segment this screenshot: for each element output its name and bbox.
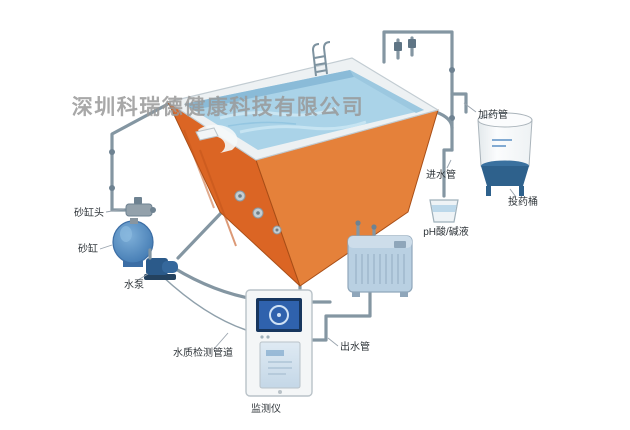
sand-tank-body [112, 220, 154, 264]
water-pump [144, 248, 178, 280]
tank-neck [130, 218, 138, 224]
jet-center [238, 194, 242, 198]
gauge-ring [269, 305, 289, 325]
leader-outlet-pipe [327, 337, 339, 347]
water-quality-detect-pipe [161, 275, 247, 331]
valve-port [150, 207, 156, 213]
monitor-cabinet [245, 289, 313, 397]
jet-center [256, 211, 260, 215]
inner-wall-far-left [184, 70, 354, 110]
label-sand-filter-head: 砂缸头 [74, 206, 104, 219]
label-monitor: 监测仪 [251, 402, 281, 415]
water-ripple-dark [227, 121, 297, 127]
dosing-barrel [477, 112, 533, 196]
box-foot [400, 292, 408, 297]
water-ripple [219, 106, 337, 120]
valve [408, 39, 416, 48]
tank-stand [123, 261, 143, 267]
water-ripple [239, 120, 367, 134]
pool-corner-connector [434, 110, 454, 130]
label-outlet-pipe: 出水管 [340, 340, 370, 353]
pipe-network [109, 30, 468, 342]
wall-shading [199, 149, 237, 247]
label-sand-filter: 砂缸 [78, 242, 98, 255]
skimmer-box [195, 127, 219, 141]
cup-liquid [431, 205, 457, 212]
equipment-box [347, 235, 413, 297]
pump-housing [146, 258, 168, 275]
pump-motor [162, 261, 178, 273]
dosing-feed-pipe [450, 92, 468, 114]
button-dot [266, 335, 270, 339]
tank-highlight [120, 226, 132, 242]
barrel-leg [486, 186, 491, 196]
jet-center [275, 228, 279, 232]
label-water-quality-pipe: 水质检测管道 [173, 346, 233, 359]
left-suction-pipe [110, 102, 170, 212]
gauge-dot [277, 313, 281, 317]
multiport-valve-head [125, 203, 153, 217]
wall-fittings [234, 190, 282, 235]
valve [394, 42, 402, 51]
barrel-lid [477, 112, 533, 128]
barrel-base [481, 166, 529, 186]
inner-wall-far-right [350, 70, 424, 113]
leader-detect-pipe [213, 332, 229, 350]
barrel-print [492, 139, 512, 147]
sampling-pipe [442, 148, 454, 198]
window-lines [268, 361, 292, 375]
label-inlet-pipe: 进水管 [426, 168, 456, 181]
barrel-leg [519, 186, 524, 196]
pump-base [144, 274, 176, 280]
window-label [266, 350, 284, 356]
valve-knob [134, 197, 142, 204]
swimming-pool [166, 41, 440, 287]
label-water-pump: 水泵 [124, 279, 144, 291]
button-dot [260, 335, 264, 339]
label-ph-solution: pH酸/碱液 [423, 225, 469, 238]
leader-sand-head [105, 208, 125, 213]
pool-to-pump-pipe [176, 210, 224, 260]
leader-inlet-pipe [446, 159, 452, 169]
leader-water-pump [137, 273, 149, 281]
pipe-flange [449, 67, 455, 73]
pipe-flange [109, 185, 115, 191]
leader-dosing-pipe [463, 102, 477, 113]
cabinet-window [259, 341, 301, 389]
lock-dot [278, 390, 282, 394]
leader-dosing-barrel [509, 188, 517, 198]
wall-shading [183, 129, 215, 209]
pipe-flange [109, 149, 115, 155]
labels: 加药管 进水管 投药桶 pH酸/碱液 砂缸头 砂缸 水泵 水质检测管道 出水管 … [74, 102, 538, 415]
vent-slats [355, 254, 405, 284]
outlet-elbow-pipe [310, 290, 372, 342]
watermark-text: 深圳科瑞德健康科技有限公司 [72, 95, 365, 119]
label-dosing-pipe: 加药管 [478, 108, 508, 121]
pipe-flange [355, 220, 361, 226]
top-right-pipe [382, 30, 454, 152]
box-riser-pipes [355, 220, 377, 238]
pipe-flange [371, 224, 377, 230]
leader-sand-filter [99, 244, 113, 250]
pool-ladder [311, 41, 331, 77]
equipment-box-panel [394, 241, 406, 248]
sand-filter [112, 197, 156, 267]
ph-cup [429, 199, 459, 223]
box-foot [352, 292, 360, 297]
label-dosing-barrel: 投药桶 [508, 195, 538, 208]
